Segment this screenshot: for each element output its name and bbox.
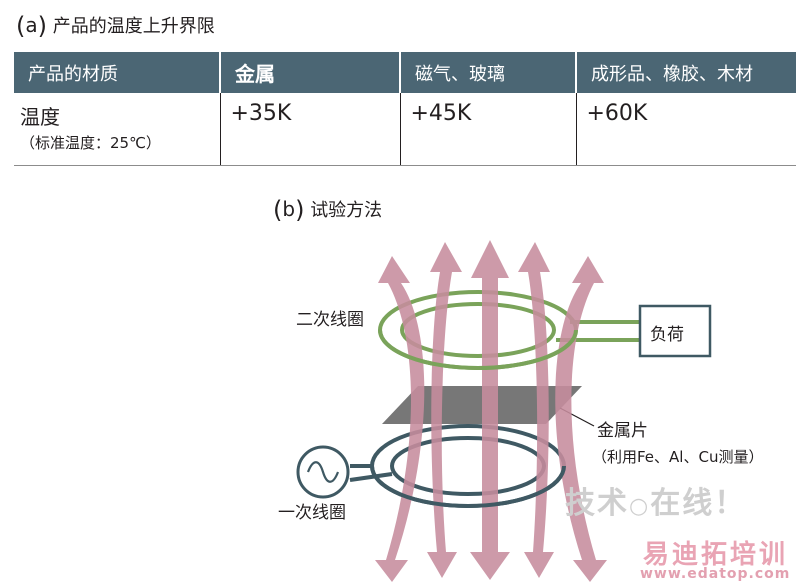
flux-arrow-right-outer — [555, 256, 607, 582]
row-note: （标准温度：25℃） — [20, 134, 161, 152]
header-magnetic-glass: 磁气、玻璃 — [399, 52, 576, 93]
primary-coil-label: 一次线圈 — [278, 503, 346, 523]
watermark-circle-icon: ○ — [629, 494, 651, 519]
watermark-line3: www.edatop.com — [640, 566, 791, 582]
section-b-title-text: 试验方法 — [310, 200, 383, 221]
watermark-line2: 易迪拓培训 — [643, 540, 789, 570]
section-a-title: (a) 产品的温度上升界限 — [16, 12, 215, 40]
watermark-line1-a: 技术 — [565, 486, 629, 521]
temperature-limit-table: 产品的材质 金属 磁气、玻璃 成形品、橡胶、木材 温度 （标准温度：25℃） +… — [14, 52, 796, 166]
section-a-title-text: 产品的温度上升界限 — [52, 16, 215, 37]
flux-arrow-left-inner — [427, 242, 462, 578]
header-material: 产品的材质 — [14, 52, 220, 93]
flux-arrow-center — [470, 240, 510, 580]
value-metal: +35K — [219, 93, 400, 166]
load-label: 负荷 — [650, 325, 684, 345]
section-b-letter: b — [282, 197, 296, 221]
table-row: 温度 （标准温度：25℃） +35K +45K +60K — [14, 93, 796, 166]
flux-arrows — [375, 240, 607, 582]
header-molded-rubber-wood: 成形品、橡胶、木材 — [575, 52, 796, 93]
table-header-row: 产品的材质 金属 磁气、玻璃 成形品、橡胶、木材 — [14, 52, 796, 93]
watermark-line1: 技术○在线！ — [565, 478, 746, 522]
metal-plate-note: （利用Fe、Al、Cu测量） — [592, 448, 764, 466]
metal-plate-label: 金属片 — [597, 421, 648, 441]
header-metal: 金属 — [219, 52, 400, 93]
row-label-cell: 温度 （标准温度：25℃） — [14, 93, 220, 166]
sine-wave-icon — [306, 461, 340, 483]
flux-arrow-left-outer — [375, 256, 425, 582]
secondary-coil-label: 二次线圈 — [296, 310, 364, 330]
primary-coil-front — [370, 465, 566, 508]
value-molded-rubber-wood: +60K — [575, 93, 796, 166]
watermark-line1-b: 在线！ — [650, 486, 747, 521]
secondary-coil-front — [378, 329, 578, 370]
value-magnetic-glass: +45K — [399, 93, 576, 166]
load-box — [638, 304, 712, 358]
section-b-title: (b) 试验方法 — [273, 196, 383, 224]
row-label: 温度 — [20, 105, 60, 129]
flux-arrow-right-inner — [518, 242, 554, 578]
section-a-letter: a — [25, 13, 38, 37]
